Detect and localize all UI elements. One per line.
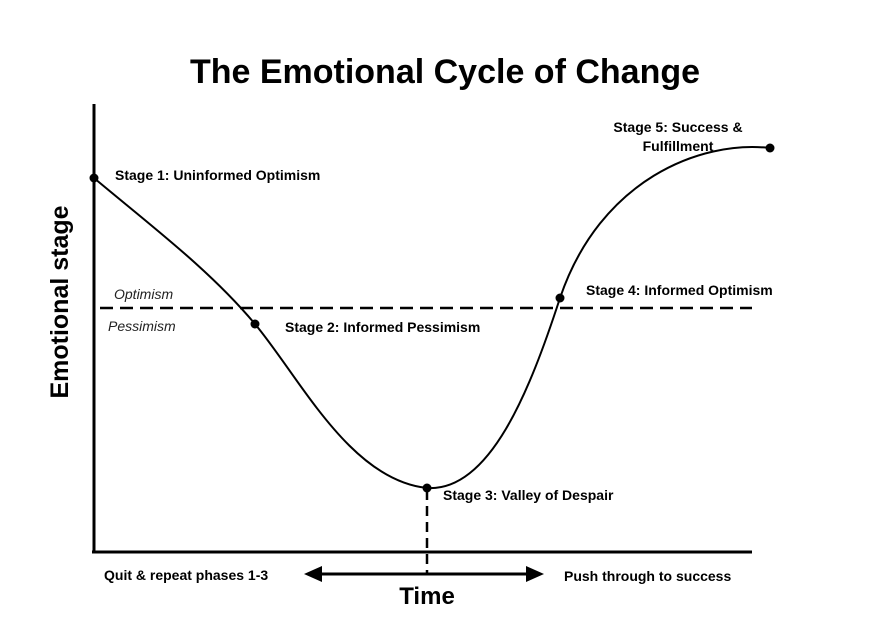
stage-2-point (250, 319, 260, 329)
push-through-outcome-label: Push through to success (564, 568, 731, 584)
right-arrowhead-icon (526, 566, 544, 582)
stage-3-label: Stage 3: Valley of Despair (443, 487, 614, 503)
stage-4-label: Stage 4: Informed Optimism (586, 282, 773, 298)
left-arrowhead-icon (304, 566, 322, 582)
diagram-title: The Emotional Cycle of Change (190, 53, 700, 91)
stage-2-label: Stage 2: Informed Pessimism (285, 319, 480, 335)
stage-5-point (765, 143, 775, 153)
pessimism-label: Pessimism (108, 318, 176, 334)
y-axis-label: Emotional stage (46, 205, 74, 398)
x-axis-label: Time (399, 583, 455, 610)
stage-4-point (555, 293, 565, 303)
stage-5-label-line-2: Fulfillment (643, 138, 714, 154)
stage-5-label-line-1: Stage 5: Success & (613, 119, 742, 135)
emotion-curve (93, 146, 771, 490)
stage-3-point (422, 483, 432, 493)
stage-1-point (89, 173, 99, 183)
stage-1-label: Stage 1: Uninformed Optimism (115, 167, 320, 183)
optimism-label: Optimism (114, 286, 173, 302)
quit-outcome-label: Quit & repeat phases 1-3 (104, 567, 268, 583)
